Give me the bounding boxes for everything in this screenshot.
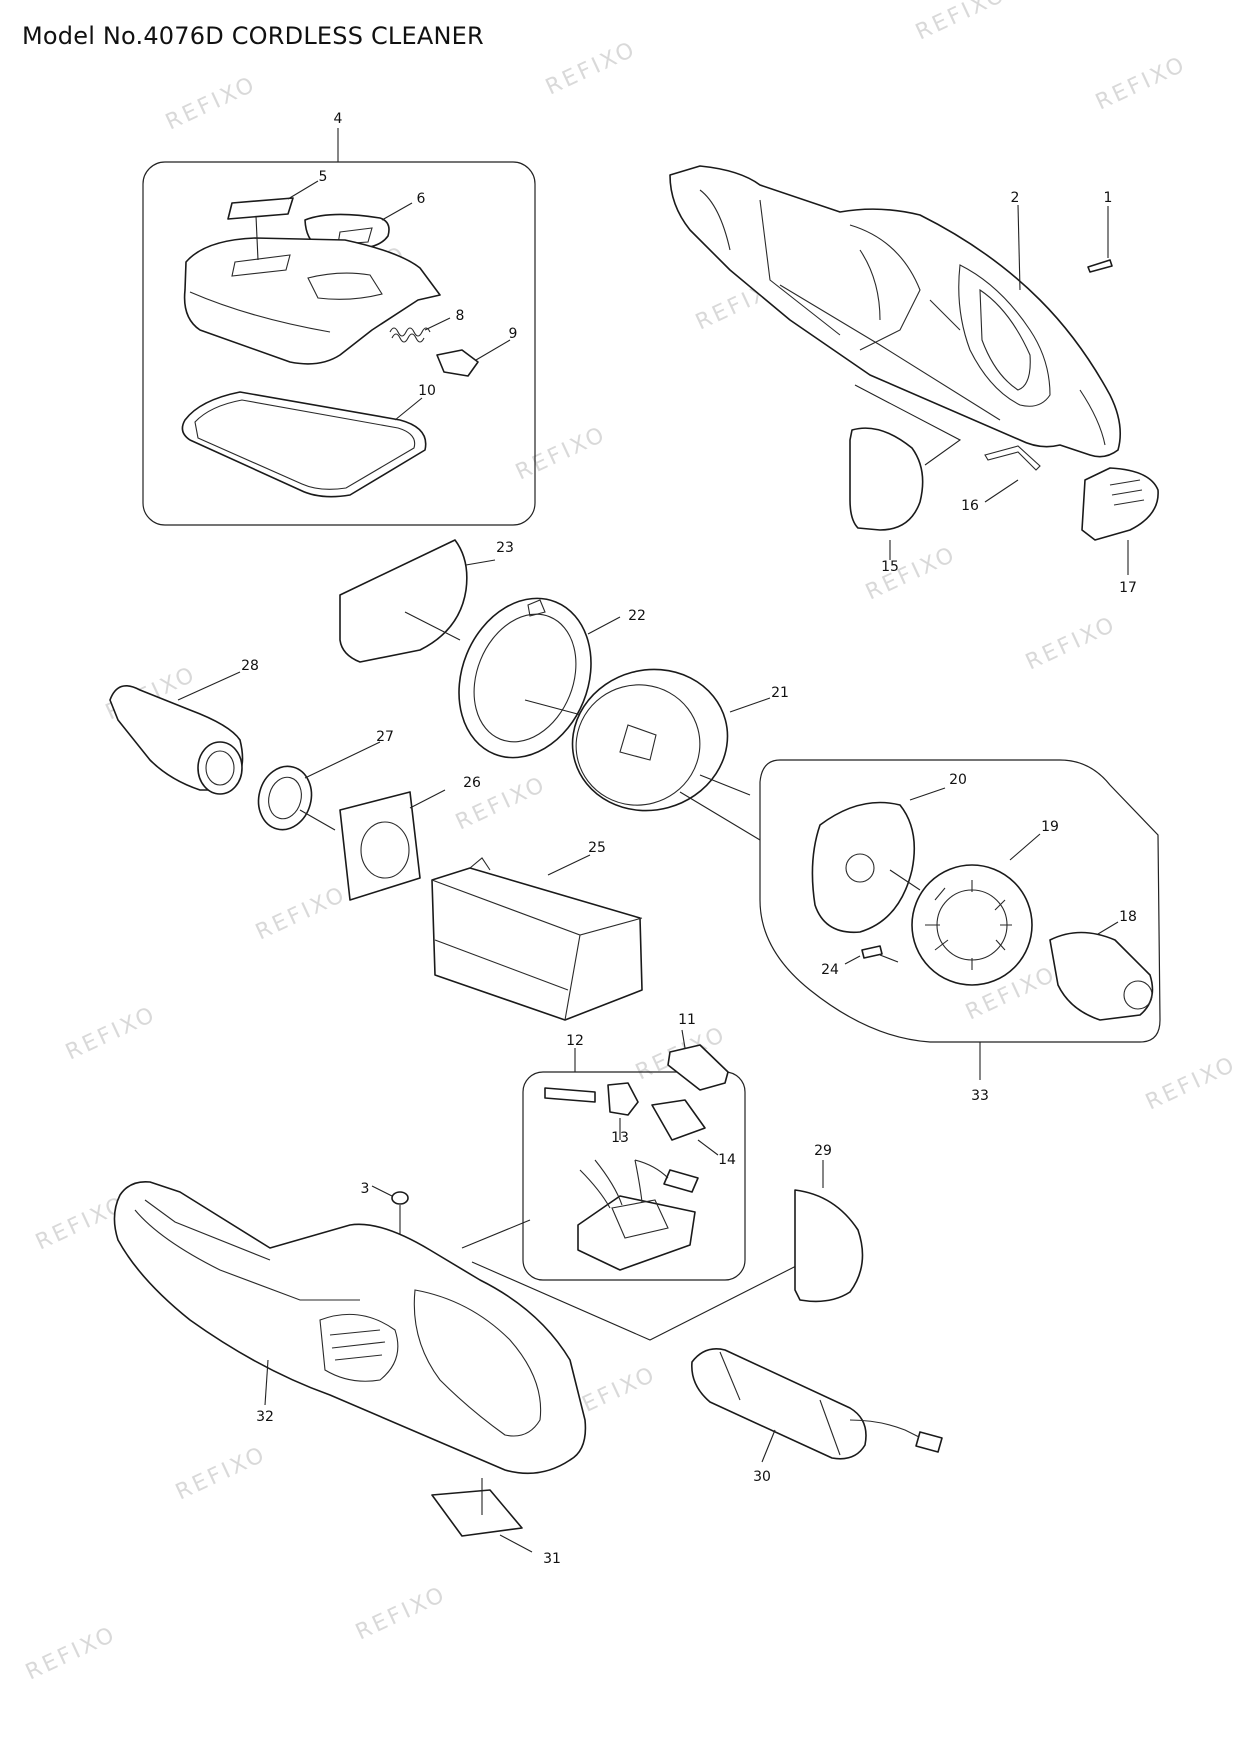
label-part-12: 12 xyxy=(566,1033,584,1049)
part-2-upper-housing xyxy=(669,165,1121,458)
label-part-2: 2 xyxy=(1011,190,1020,206)
group-box-33 xyxy=(759,759,1161,1043)
label-part-5: 5 xyxy=(319,169,328,185)
label-part-11: 11 xyxy=(678,1012,696,1028)
part-11-switch-button xyxy=(667,1044,729,1091)
label-part-30: 30 xyxy=(753,1469,771,1485)
watermark: REFIXO xyxy=(1022,612,1121,676)
label-part-22: 22 xyxy=(628,608,646,624)
label-part-26: 26 xyxy=(463,775,481,791)
watermark: REFIXO xyxy=(22,1622,121,1686)
label-part-32: 32 xyxy=(256,1409,274,1425)
part-21-filter-cup xyxy=(571,668,729,812)
watermark: REFIXO xyxy=(162,72,261,136)
part-27-seal-ring xyxy=(257,765,313,831)
part-9-latch xyxy=(436,349,479,377)
part-20-fan-cover xyxy=(811,801,916,934)
label-part-20: 20 xyxy=(949,772,967,788)
part-13-switch xyxy=(607,1082,639,1116)
label-part-18: 18 xyxy=(1119,909,1137,925)
label-part-17: 17 xyxy=(1119,580,1137,596)
label-part-8: 8 xyxy=(456,308,465,324)
part-12-terminal-plate xyxy=(544,1087,596,1103)
part-8-spring xyxy=(389,327,431,343)
label-part-33: 33 xyxy=(971,1088,989,1104)
part-25-battery-cover xyxy=(431,867,643,1021)
label-part-21: 21 xyxy=(771,685,789,701)
part-10-gasket xyxy=(181,391,427,498)
part-29-filter-plate xyxy=(794,1189,864,1303)
part-4-upper-cover xyxy=(183,237,441,365)
group-box-12 xyxy=(522,1071,746,1281)
label-part-4: 4 xyxy=(334,111,343,127)
label-part-1: 1 xyxy=(1104,190,1113,206)
label-part-13: 13 xyxy=(611,1130,629,1146)
part-23-prefilter xyxy=(339,539,468,663)
part-1-screw xyxy=(1087,259,1113,273)
label-part-23: 23 xyxy=(496,540,514,556)
watermark: REFIXO xyxy=(862,542,961,606)
part-16-clip-wire xyxy=(984,445,1041,471)
part-31-label xyxy=(431,1489,523,1537)
part-14-switch-block xyxy=(651,1099,706,1141)
label-part-24: 24 xyxy=(821,962,839,978)
page-title: Model No.4076D CORDLESS CLEANER xyxy=(22,22,484,50)
pcb-board xyxy=(577,1195,696,1271)
watermark: REFIXO xyxy=(542,37,641,101)
watermark: REFIXO xyxy=(352,1582,451,1646)
label-part-28: 28 xyxy=(241,658,259,674)
part-18-motor xyxy=(1049,931,1154,1021)
label-part-31: 31 xyxy=(543,1551,561,1567)
part-5-label-sticker xyxy=(227,197,294,220)
label-part-6: 6 xyxy=(417,191,426,207)
label-part-3: 3 xyxy=(361,1181,370,1197)
watermark: REFIXO xyxy=(62,1002,161,1066)
part-24-screw xyxy=(861,945,883,959)
watermark: REFIXO xyxy=(512,422,611,486)
watermark: REFIXO xyxy=(912,0,1011,45)
watermark: REFIXO xyxy=(252,882,351,946)
part-22-filter-ring xyxy=(458,597,592,759)
label-part-19: 19 xyxy=(1041,819,1059,835)
watermark: REFIXO xyxy=(172,1442,271,1506)
part-26-partition-plate xyxy=(339,791,421,901)
part-32-lower-housing xyxy=(113,1180,587,1475)
label-part-10: 10 xyxy=(418,383,436,399)
label-part-14: 14 xyxy=(718,1152,736,1168)
label-part-25: 25 xyxy=(588,840,606,856)
part-3-screw-cap xyxy=(391,1191,409,1205)
watermark: REFIXO xyxy=(1142,1052,1240,1116)
label-part-16: 16 xyxy=(961,498,979,514)
part-15-filter-plate xyxy=(849,427,924,531)
label-part-15: 15 xyxy=(881,559,899,575)
label-part-29: 29 xyxy=(814,1143,832,1159)
part-19-impeller xyxy=(911,864,1033,986)
label-part-9: 9 xyxy=(509,326,518,342)
part-30-battery xyxy=(691,1348,867,1460)
watermark: REFIXO xyxy=(1092,52,1191,116)
group-box-4 xyxy=(142,161,536,526)
label-part-27: 27 xyxy=(376,729,394,745)
